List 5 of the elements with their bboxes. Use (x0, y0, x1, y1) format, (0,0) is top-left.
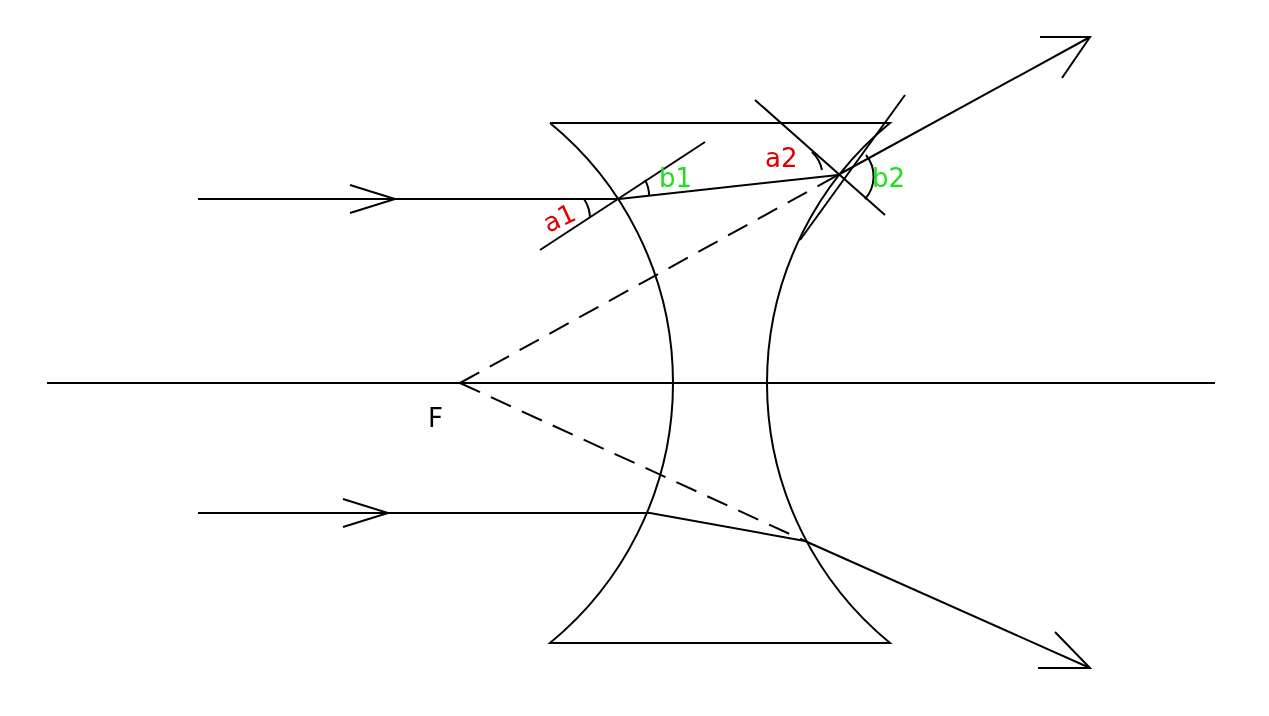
angle-label: a2 (765, 143, 798, 173)
angle-label: a1 (538, 197, 581, 239)
angle-label: b2 (872, 163, 906, 193)
focal-point-label: F (428, 403, 443, 433)
angle-label: b1 (659, 163, 693, 193)
